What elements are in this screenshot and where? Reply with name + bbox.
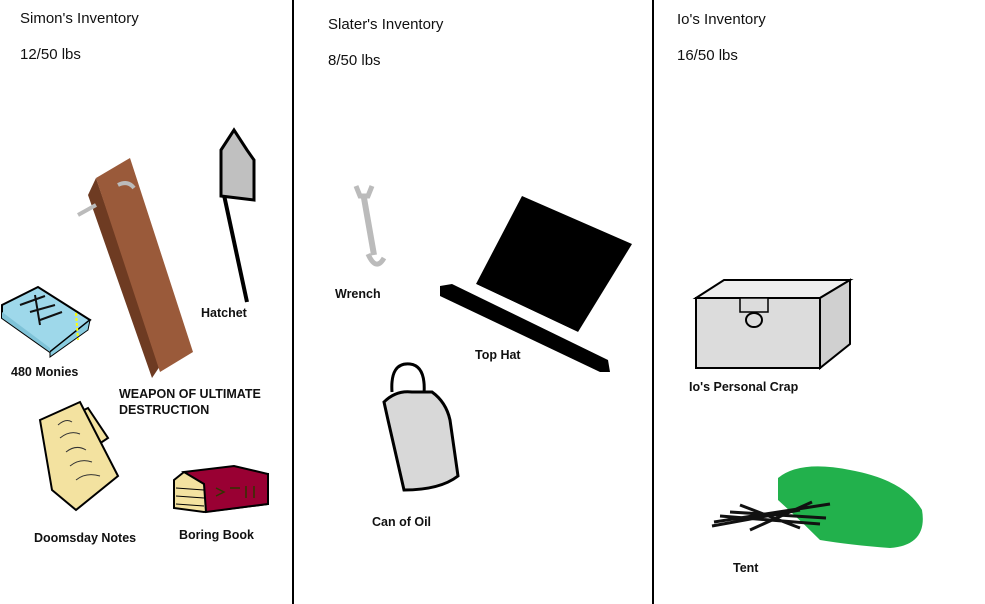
item-label-wrench: Wrench	[335, 287, 381, 301]
wrench-icon[interactable]	[353, 185, 387, 267]
weapon-plank-icon[interactable]	[77, 158, 193, 378]
tent-icon[interactable]	[711, 466, 923, 548]
item-label-top-hat: Top Hat	[475, 348, 521, 362]
money-stack-icon[interactable]	[1, 285, 92, 358]
oil-can-icon[interactable]	[382, 362, 460, 492]
item-label-monies: 480 Monies	[11, 365, 79, 379]
storage-chest-icon[interactable]	[692, 278, 854, 371]
item-label-boring-book: Boring Book	[179, 528, 254, 542]
boring-book-icon[interactable]	[173, 464, 269, 514]
hatchet-icon[interactable]	[219, 127, 256, 303]
panel-divider	[652, 0, 654, 604]
top-hat-icon[interactable]	[440, 196, 632, 372]
item-label-doomsday-notes: Doomsday Notes	[34, 531, 137, 545]
panel-title-io: Io's Inventory	[677, 11, 766, 28]
item-label-can-of-oil: Can of Oil	[372, 515, 432, 529]
item-label-personal-crap: Io's Personal Crap	[689, 380, 799, 394]
item-label-hatchet: Hatchet	[201, 306, 247, 320]
panel-weight-slater: 8/50 lbs	[328, 52, 381, 69]
panel-divider	[292, 0, 294, 604]
panel-weight-simon: 12/50 lbs	[20, 46, 81, 63]
doomsday-notes-icon[interactable]	[38, 400, 120, 512]
panel-title-simon: Simon's Inventory	[20, 10, 139, 27]
item-label-weapon: WEAPON OF ULTIMATE DESTRUCTION	[119, 387, 261, 417]
panel-title-slater: Slater's Inventory	[328, 16, 444, 33]
item-label-tent: Tent	[733, 561, 759, 575]
panel-weight-io: 16/50 lbs	[677, 47, 738, 64]
